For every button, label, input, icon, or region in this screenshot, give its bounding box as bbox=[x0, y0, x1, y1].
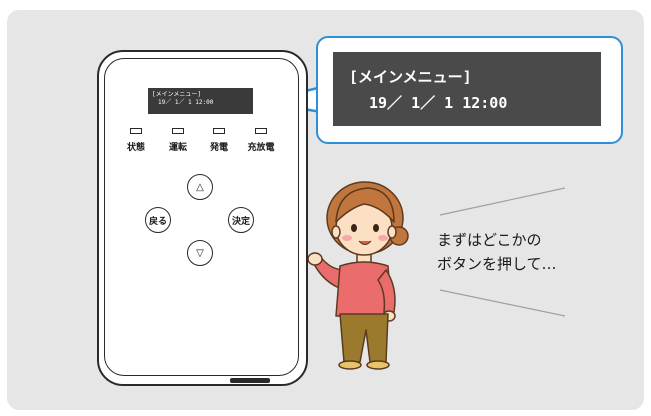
device-display-line2: 19／ 1／ 1 12:00 bbox=[158, 99, 214, 106]
zoomed-display-line1: [メインメニュー] bbox=[349, 68, 472, 86]
led-charge bbox=[255, 128, 267, 134]
down-button[interactable]: ▽ bbox=[187, 240, 213, 266]
led-status bbox=[130, 128, 142, 134]
up-button[interactable]: △ bbox=[187, 174, 213, 200]
up-triangle-icon: △ bbox=[196, 181, 204, 193]
indicator-label-operation: 運転 bbox=[168, 143, 187, 153]
device-display-line1: [メインメニュー] bbox=[152, 91, 202, 98]
speech-text: まずはどこかの ボタンを押して… bbox=[437, 228, 597, 276]
woman-character bbox=[307, 181, 409, 370]
device-bezel bbox=[104, 58, 299, 376]
device-display: [メインメニュー] 19／ 1／ 1 12:00 bbox=[148, 88, 253, 114]
enter-button[interactable]: 決定 bbox=[228, 207, 254, 233]
indicator-label-generation: 発電 bbox=[209, 143, 228, 153]
zoomed-display: [メインメニュー] 19／ 1／ 1 12:00 bbox=[333, 52, 601, 126]
indicator-label-status: 状態 bbox=[126, 143, 145, 153]
back-button-label: 戻る bbox=[148, 216, 167, 227]
led-generation bbox=[213, 128, 225, 134]
zoomed-display-line2: 19／ 1／ 1 12:00 bbox=[369, 94, 508, 112]
back-button[interactable]: 戻る bbox=[145, 207, 171, 233]
speech-line2: ボタンを押して… bbox=[437, 255, 557, 273]
indicator-label-charge: 充放電 bbox=[247, 143, 275, 153]
device-foot bbox=[230, 378, 270, 383]
enter-button-label: 決定 bbox=[231, 216, 250, 227]
speech-line-bottom bbox=[439, 289, 566, 317]
speech-line-top bbox=[439, 187, 566, 216]
speech-line1: まずはどこかの bbox=[437, 231, 542, 249]
led-operation bbox=[172, 128, 184, 134]
down-triangle-icon: ▽ bbox=[196, 247, 204, 259]
